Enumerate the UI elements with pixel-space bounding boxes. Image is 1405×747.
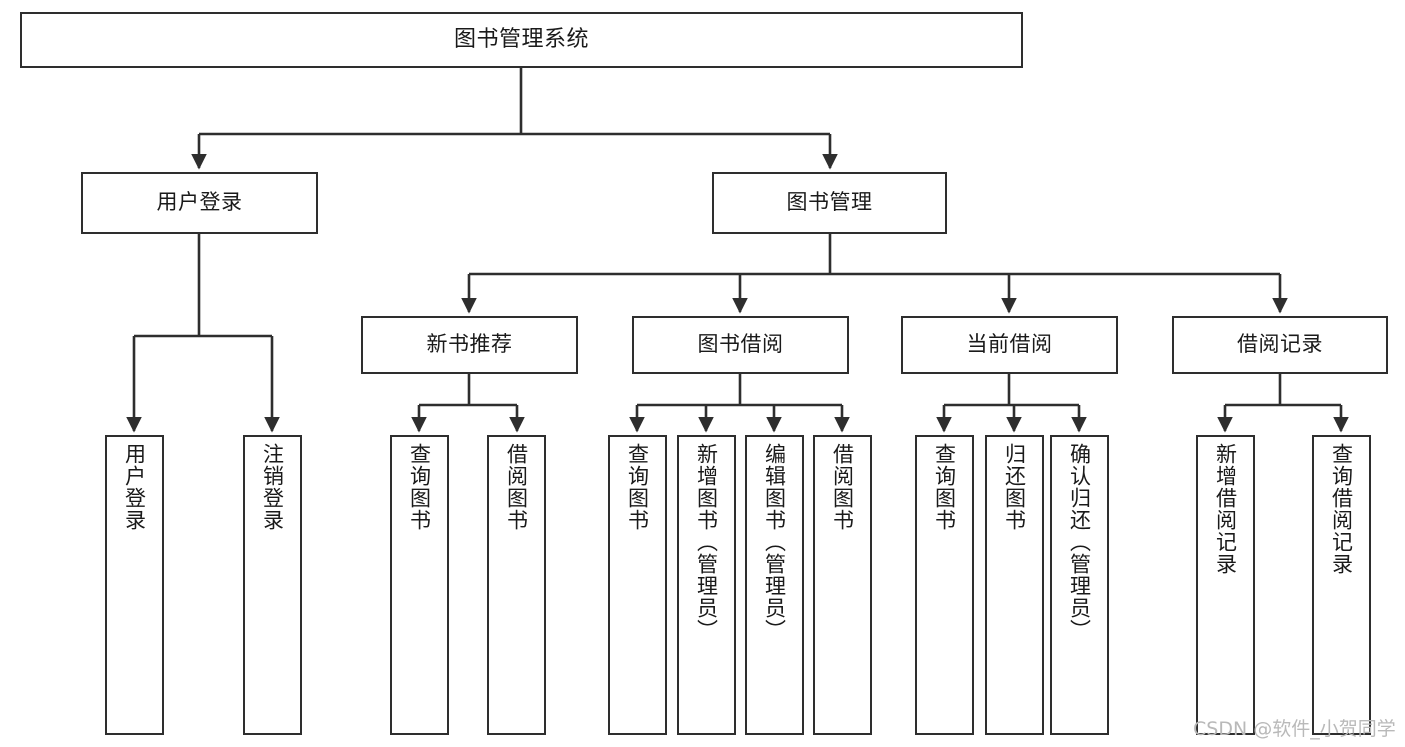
leaf-node-label: 查询借阅记录 [1329,443,1354,575]
leaf-node-label: 注销登录 [260,443,285,531]
node-book-borrow-label: 图书借阅 [697,332,784,357]
leaf-node[interactable]: 借阅图书 [813,435,872,735]
leaf-node-label: 编辑图书（管理员） [762,443,787,641]
leaf-node-label: 新增借阅记录 [1213,443,1238,575]
node-root-label: 图书管理系统 [453,26,589,52]
node-book-management-label: 图书管理 [786,190,873,215]
leaf-node[interactable]: 注销登录 [243,435,302,735]
leaf-node[interactable]: 确认归还（管理员） [1050,435,1109,735]
leaf-node[interactable]: 新增借阅记录 [1196,435,1255,735]
leaf-node-label: 查询图书 [932,443,957,531]
node-current-borrow-label: 当前借阅 [966,332,1053,357]
node-book-borrow[interactable]: 图书借阅 [632,316,849,374]
leaf-node[interactable]: 查询图书 [915,435,974,735]
leaf-node[interactable]: 新增图书（管理员） [677,435,736,735]
leaf-node-label: 新增图书（管理员） [694,443,719,641]
leaf-node-label: 确认归还（管理员） [1067,443,1092,641]
leaf-node-label: 查询图书 [625,443,650,531]
node-current-borrow[interactable]: 当前借阅 [901,316,1118,374]
leaf-node-label: 用户登录 [122,443,147,531]
leaf-node[interactable]: 归还图书 [985,435,1044,735]
leaf-node[interactable]: 查询借阅记录 [1312,435,1371,735]
leaf-node-label: 借阅图书 [830,443,855,531]
node-new-book-recommend-label: 新书推荐 [426,332,513,357]
leaf-node[interactable]: 用户登录 [105,435,164,735]
node-book-management[interactable]: 图书管理 [712,172,947,234]
leaf-node-label: 归还图书 [1002,443,1027,531]
node-borrow-records[interactable]: 借阅记录 [1172,316,1388,374]
node-new-book-recommend[interactable]: 新书推荐 [361,316,578,374]
leaf-node[interactable]: 查询图书 [608,435,667,735]
csdn-watermark: CSDN @软件_小贺同学 [1193,718,1396,740]
leaf-node-label: 查询图书 [407,443,432,531]
node-user-login[interactable]: 用户登录 [81,172,318,234]
leaf-node-label: 借阅图书 [504,443,529,531]
node-user-login-label: 用户登录 [156,190,243,215]
leaf-node[interactable]: 查询图书 [390,435,449,735]
node-borrow-records-label: 借阅记录 [1237,332,1323,357]
leaf-node[interactable]: 编辑图书（管理员） [745,435,804,735]
leaf-node[interactable]: 借阅图书 [487,435,546,735]
node-root[interactable]: 图书管理系统 [20,12,1023,68]
